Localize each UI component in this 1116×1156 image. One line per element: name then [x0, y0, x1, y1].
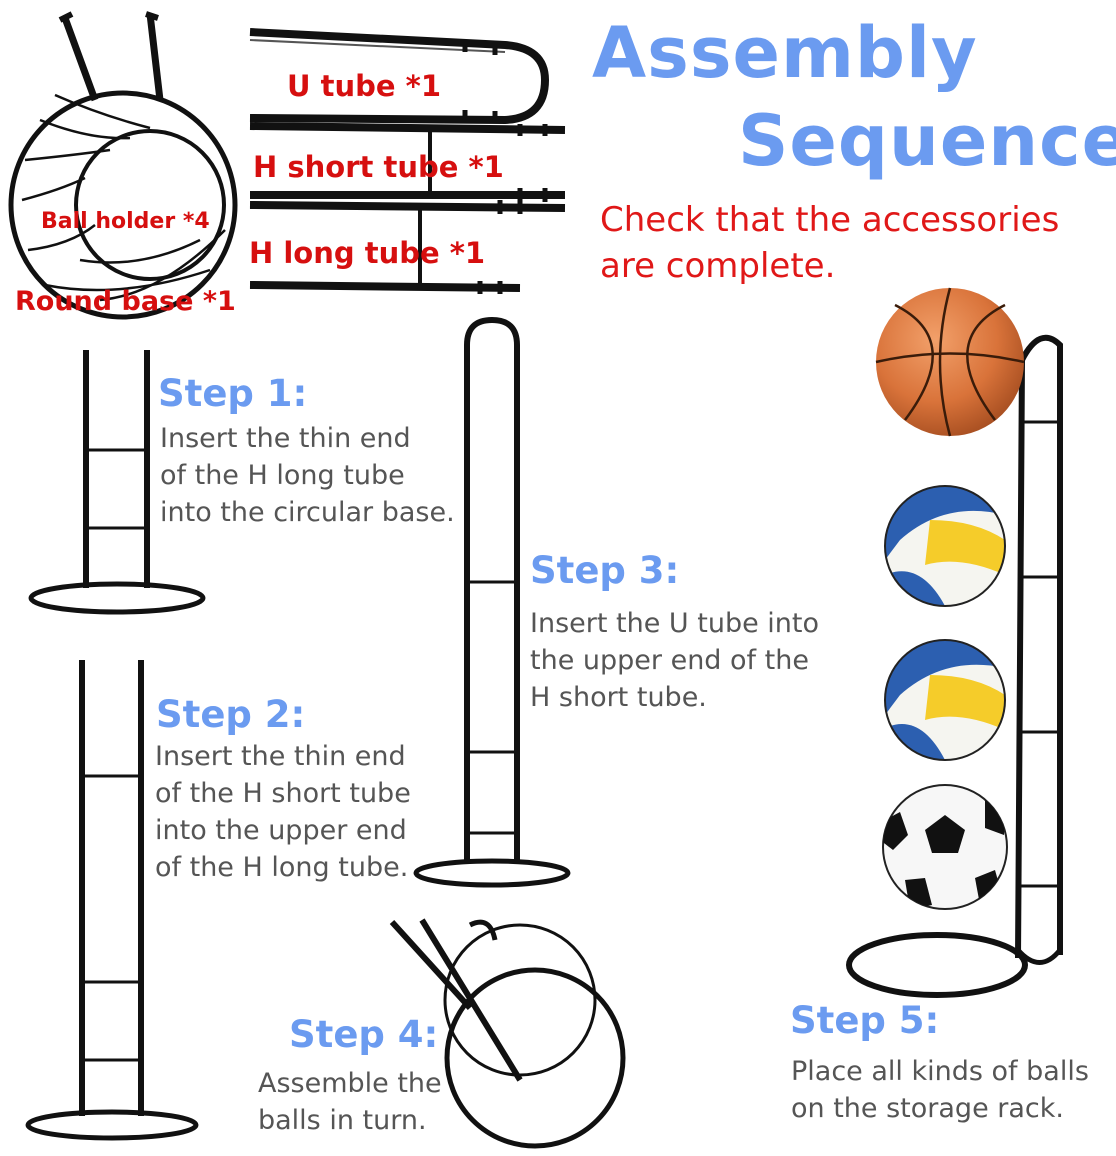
step4-line: Assemble the [258, 1068, 442, 1099]
step3-drawing [413, 316, 571, 888]
step2-line: of the H short tube [155, 778, 411, 809]
step1-text: Insert the thin end of the H long tube i… [160, 420, 455, 531]
step5-line: Place all kinds of balls [791, 1056, 1089, 1087]
step3-line: the upper end of the [530, 645, 809, 676]
basketball-icon [875, 287, 1025, 437]
step3-line: H short tube. [530, 682, 707, 713]
step2-line: of the H long tube. [155, 852, 409, 883]
step4-drawing [389, 918, 626, 1149]
volleyball-icon [884, 639, 1006, 761]
step2-line: Insert the thin end [155, 741, 406, 772]
step2-line: into the upper end [155, 815, 407, 846]
check-note-line2: are complete. [600, 246, 836, 286]
step5-title: Step 5: [790, 999, 940, 1042]
part-label-ball-holder: Ball holder *4 [41, 209, 210, 234]
step2-text: Insert the thin end of the H short tube … [155, 738, 411, 886]
part-label-u-tube: U tube *1 [287, 69, 442, 103]
volleyball-icon [884, 485, 1006, 607]
part-label-h-long-tube: H long tube *1 [249, 236, 486, 270]
page-title-line1: Assembly [592, 12, 978, 94]
step1-line: of the H long tube [160, 460, 405, 491]
page-title-line2: Sequence [738, 100, 1116, 182]
step1-title: Step 1: [158, 372, 308, 415]
step3-line: Insert the U tube into [530, 608, 820, 639]
step4-line: balls in turn. [258, 1105, 427, 1136]
step2-drawing [25, 660, 199, 1141]
soccer-ball-icon [882, 784, 1008, 910]
u-tube-drawing [249, 28, 550, 125]
step3-text: Insert the U tube into the upper end of … [530, 605, 819, 716]
h-short-tube-drawing [249, 122, 566, 202]
step1-drawing [28, 350, 206, 615]
step4-text: Assemble the balls in turn. [258, 1065, 442, 1139]
step1-line: into the circular base. [160, 497, 455, 528]
check-note-line1: Check that the accessories [600, 200, 1060, 240]
part-label-h-short-tube: H short tube *1 [253, 150, 504, 184]
step1-line: Insert the thin end [160, 423, 411, 454]
step2-title: Step 2: [156, 693, 306, 736]
h-long-tube-drawing [249, 200, 566, 294]
step3-title: Step 3: [530, 549, 680, 592]
step4-title: Step 4: [289, 1013, 439, 1056]
round-base-with-holders-drawing [8, 11, 238, 320]
step5-line: on the storage rack. [791, 1093, 1064, 1124]
step5-text: Place all kinds of balls on the storage … [791, 1053, 1089, 1127]
part-label-round-base: Round base *1 [15, 286, 236, 317]
step5-drawing [846, 287, 1063, 998]
